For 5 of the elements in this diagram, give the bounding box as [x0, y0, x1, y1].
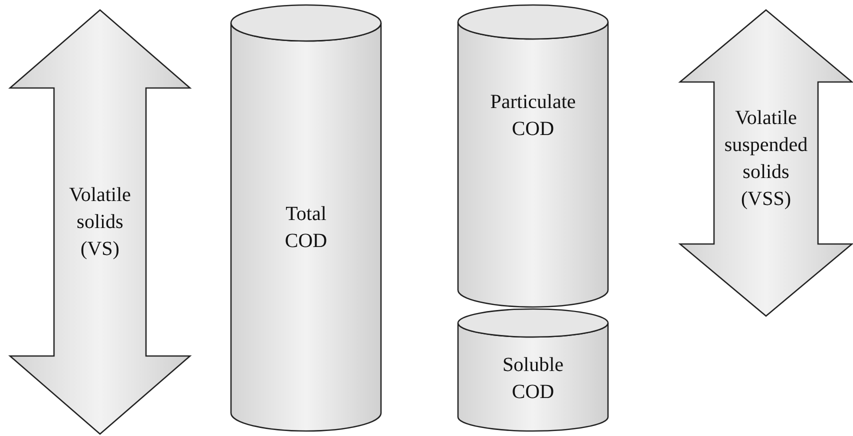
shape-label: Total COD [284, 202, 328, 254]
shape-label: Soluble COD [501, 353, 565, 405]
shape-label: Volatile solids (VS) [68, 182, 132, 262]
shape-label: Particulate COD [489, 90, 577, 142]
shape-label: Volatile suspended solids (VSS) [723, 106, 809, 212]
